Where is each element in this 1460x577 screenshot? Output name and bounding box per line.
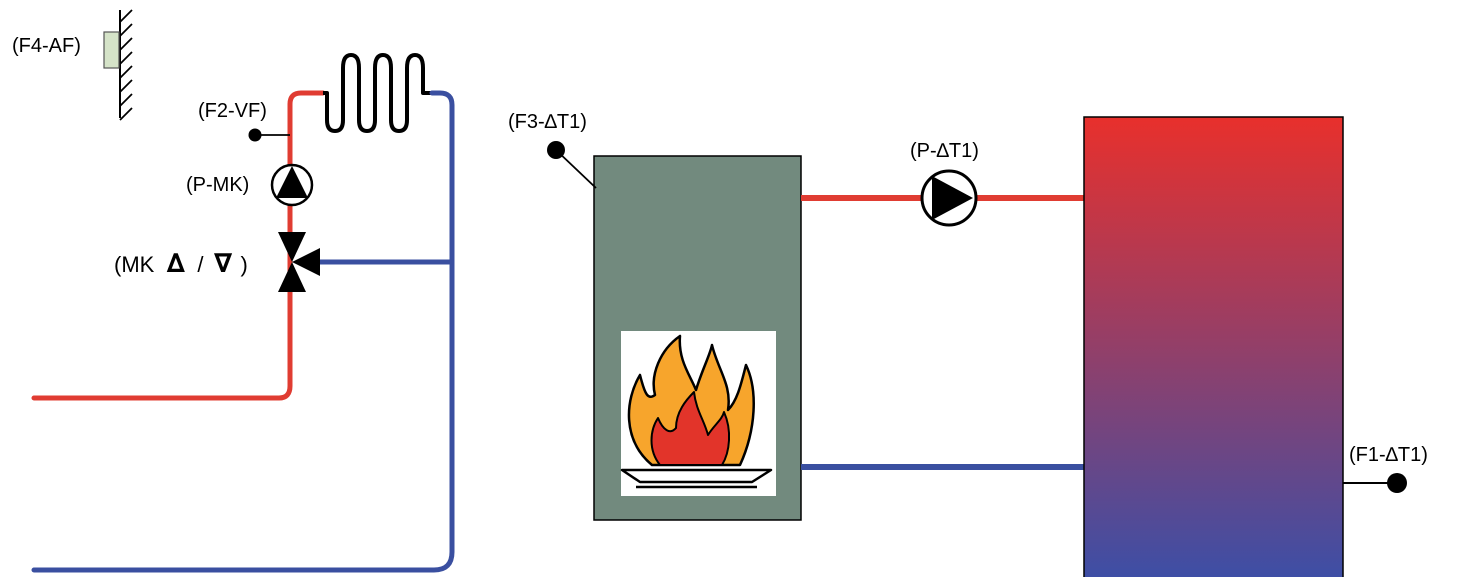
mixer-valve-label: (MK ∆ / ∇ ): [114, 249, 248, 279]
wall-hatch-icon: [119, 9, 133, 121]
heating-flow-pipe: [31, 90, 326, 401]
boiler-sensor-icon: [547, 141, 565, 159]
charge-pump-label: (P-∆T1): [910, 140, 979, 162]
flame-icon: [620, 331, 776, 496]
flow-sensor-icon: [248, 128, 262, 142]
outdoor-sensor-label: (F4-AF): [12, 35, 81, 57]
pump-icon: [920, 169, 978, 227]
tank-sensor-label: (F1-∆T1): [1349, 444, 1428, 466]
heating-coil-icon: [323, 53, 432, 133]
tank-sensor-icon: [1387, 473, 1407, 493]
boiler-sensor-label: (F3-∆T1): [508, 111, 587, 133]
mixer-close-symbol: ∇: [214, 249, 233, 279]
buffer-tank: [1083, 116, 1344, 577]
outdoor-sensor-icon: [103, 31, 120, 69]
pump-icon: [270, 163, 314, 207]
heating-return-pipe: [31, 90, 455, 573]
mixer-pump-label: (P-MK): [186, 174, 249, 196]
three-way-valve-icon: [278, 232, 320, 292]
mixer-open-symbol: ∆: [167, 249, 186, 279]
flow-sensor-label: (F2-VF): [198, 100, 267, 122]
